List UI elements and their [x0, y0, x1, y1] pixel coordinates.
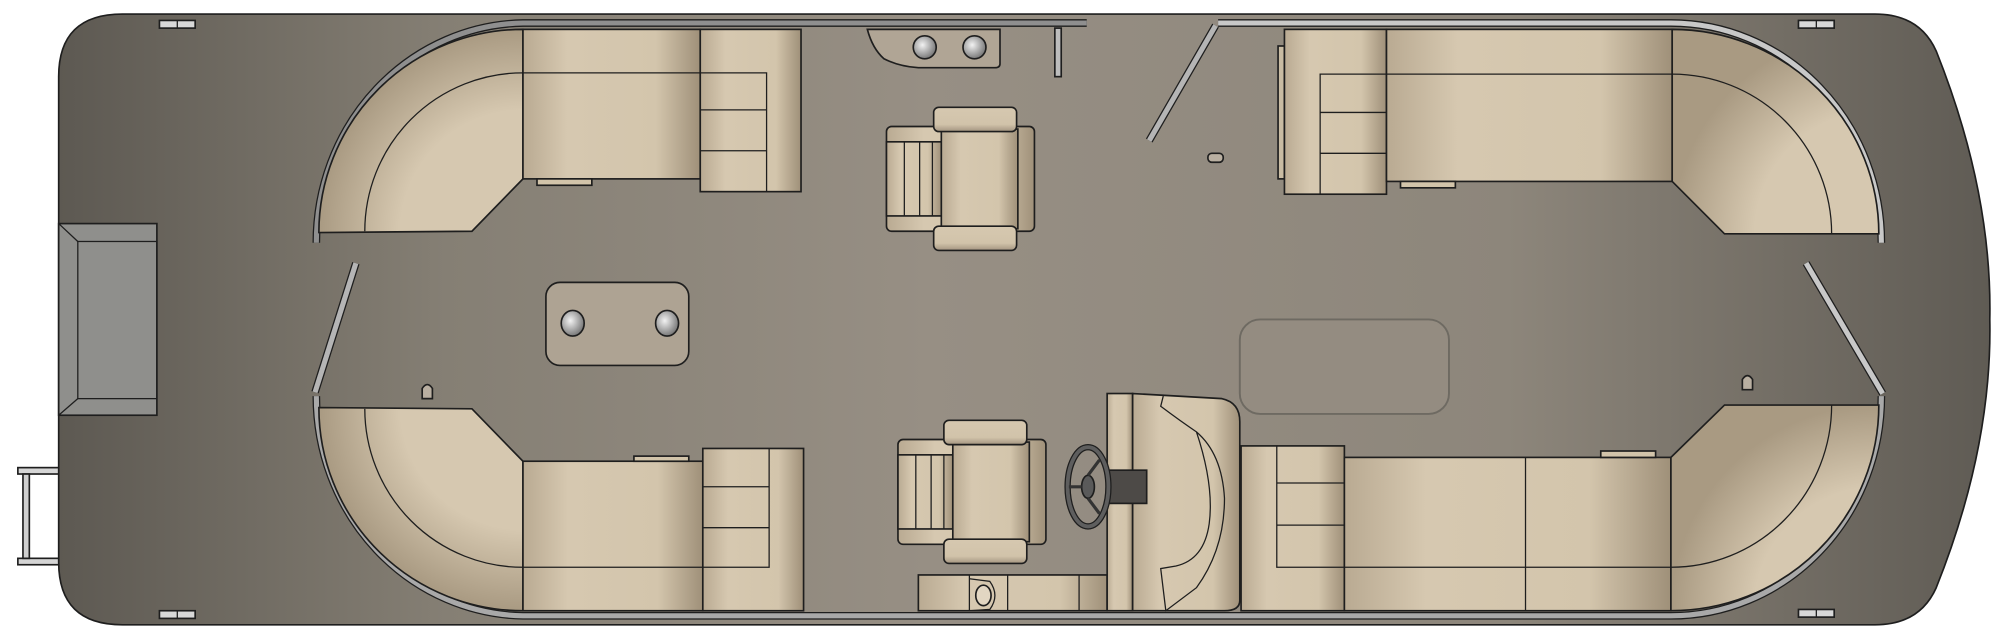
table: [545, 281, 690, 367]
rail-gate[interactable]: [311, 262, 360, 394]
cupholder-icon: [974, 584, 992, 607]
helm-console: [1064, 392, 1241, 612]
storage-bench: [917, 574, 1108, 612]
captain-chair: [885, 106, 1036, 252]
cupholder-icon: [962, 34, 987, 60]
helm-chair: [897, 419, 1047, 565]
cleat-icon: [158, 19, 196, 29]
lounge-seat-front-starboard: [1283, 28, 1880, 235]
cleat-icon: [1797, 19, 1836, 29]
steering-wheel-icon[interactable]: [1064, 443, 1112, 530]
cupholder-icon: [654, 309, 680, 337]
latch-icon: [1207, 152, 1225, 164]
stern-gate: [57, 222, 158, 417]
cupholder-icon: [912, 34, 938, 60]
rail-post: [1277, 45, 1286, 180]
rail-gate[interactable]: [1802, 261, 1886, 396]
cleat-icon: [158, 609, 196, 620]
helm-display: [1106, 469, 1148, 505]
cupholder-icon: [560, 309, 586, 337]
light-fixture-icon: [1741, 374, 1754, 391]
rail-gate[interactable]: [1145, 23, 1219, 143]
lounge-seat-front-port: [318, 28, 802, 234]
floor-hatch[interactable]: [1238, 318, 1450, 415]
light-fixture-icon: [421, 383, 434, 400]
side-console: [866, 28, 1001, 69]
rail-post: [1054, 27, 1063, 78]
lounge-seat-rear-starboard: [1240, 404, 1880, 612]
cleat-icon: [1797, 608, 1836, 618]
lounge-seat-rear-port: [318, 406, 805, 612]
